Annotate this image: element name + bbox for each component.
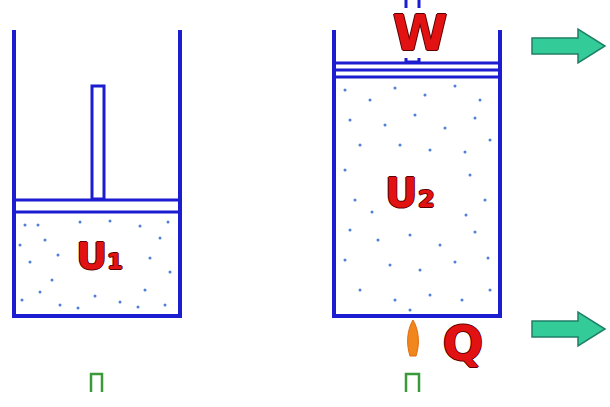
gas-particles (20, 221, 170, 308)
piston-plate (336, 76, 498, 79)
piston-rod (92, 86, 104, 199)
heat-label: Q (443, 319, 484, 367)
piston-plate (16, 211, 178, 214)
work-label: W (389, 8, 450, 58)
cylinder-wall (334, 30, 500, 316)
flame (408, 320, 419, 356)
burner-stand (406, 374, 419, 392)
burner-stand (91, 374, 102, 392)
cylinder-wall (14, 30, 180, 316)
energy-label: U₁ (76, 237, 124, 275)
input-arrow (532, 312, 605, 346)
output-arrow (532, 29, 605, 63)
piston-plate (336, 69, 498, 72)
gas-particles (345, 86, 490, 310)
energy-label: U₂ (385, 173, 435, 213)
